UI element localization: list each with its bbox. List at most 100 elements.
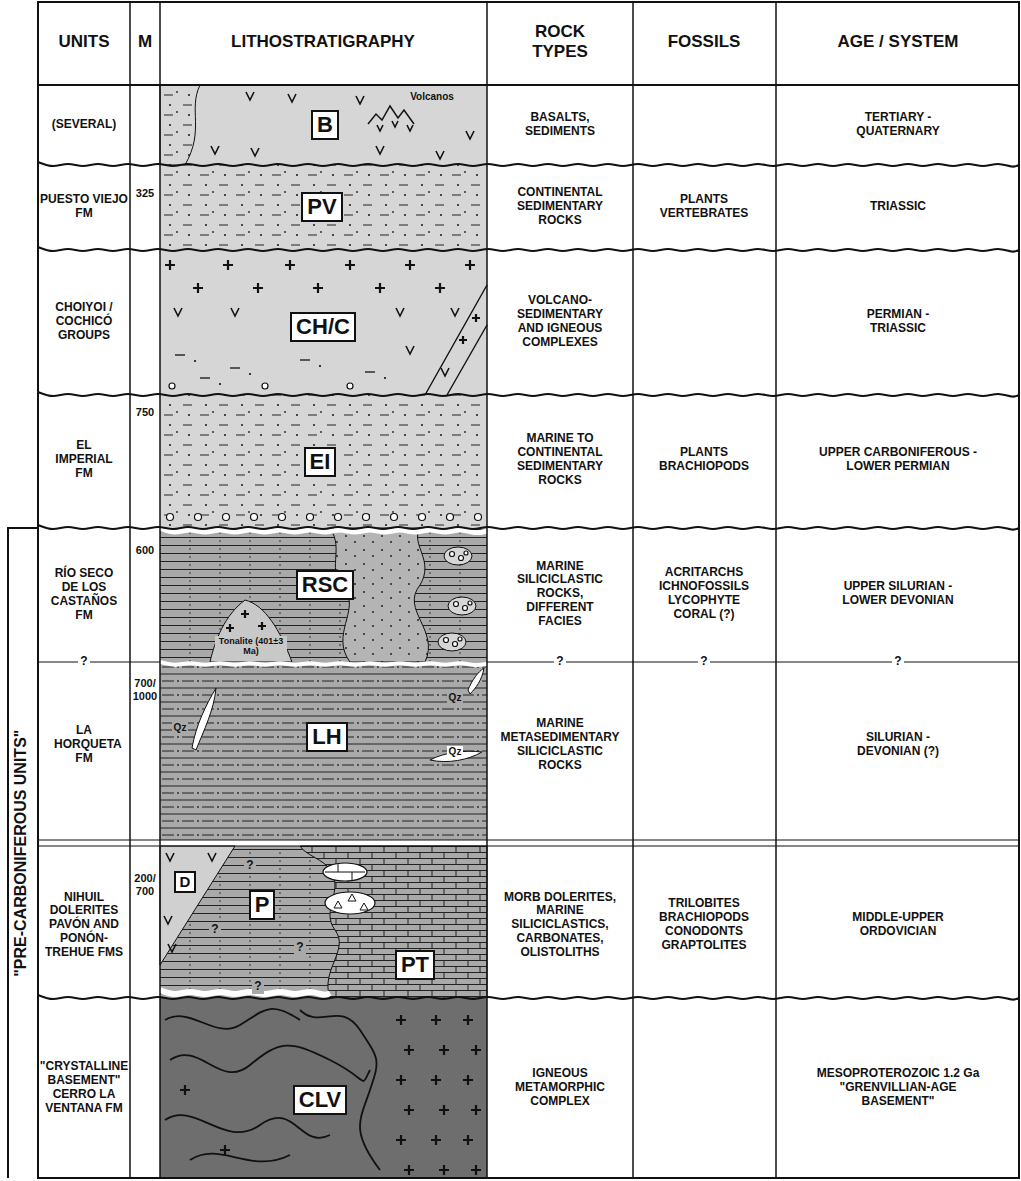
igneous-symbol [471,1165,481,1175]
igneous-symbol [439,1165,449,1175]
age-system: TRIASSIC [780,200,1016,214]
quartz-vein [192,688,216,750]
igneous-symbol [313,283,323,293]
boundary-line [38,845,1019,846]
igneous-symbol [241,610,249,618]
conglomerate-pod [438,633,466,651]
volcano-sedimentary-fill [160,250,487,395]
volcanic-symbol [288,94,296,102]
dolerite-fill [160,846,235,965]
unit-name: "CRYSTALLINE BASEMENT" CERRO LA VENTANA … [39,1060,129,1115]
unit-code-box: D [174,871,197,894]
unit-code-box: EI [304,447,337,477]
unit-code: RSC [302,573,348,597]
igneous-symbol [435,283,445,293]
unit-code: CH/C [296,315,350,339]
unit-code-box: PT [395,950,435,980]
siliciclastic-fill [160,846,487,998]
column-line [159,2,161,1178]
column-line [486,2,488,1178]
column-header: FOSSILS [636,32,772,52]
uncertain-mark: ? [892,655,903,669]
intrusion-label: Tonalite (401±3 Ma) [215,636,287,657]
column-line [129,2,131,1178]
volcanic-symbol [376,146,384,154]
igneous-symbol [396,1015,406,1025]
column-header: ROCK TYPES [505,22,615,61]
rock-type: MARINE METASEDIMENTARY SILICICLASTIC ROC… [495,717,625,772]
volcanic-symbol [441,368,449,376]
igneous-symbol [285,260,295,270]
pebble-symbol [463,606,468,611]
unconformity-line [38,525,1019,530]
uncertain-mark: ? [294,941,305,955]
thickness-value: 600 [131,544,159,557]
sediment-dash [230,367,240,368]
igneous-symbol [463,1075,473,1085]
boundary-line [38,839,1019,840]
thickness-value: 700/ 1000 [131,677,159,702]
foliation-line [165,1115,330,1138]
sediment-dot [384,377,386,379]
volcanic-symbol [436,151,444,159]
unconformity-line [38,392,1019,397]
volcano-label: Volcanos [408,91,456,103]
rock-type: IGNEOUS METAMORPHIC COMPLEX [510,1067,610,1108]
uncertain-mark: ? [698,655,709,669]
volcanic-symbol [164,916,172,924]
igneous-symbol [459,336,467,344]
igneous-symbol [465,260,475,270]
igneous-symbol [463,1015,473,1025]
pebble-symbol [447,514,454,521]
unit-name: PUESTO VIEJO FM [40,193,128,221]
dike-outline [425,285,487,395]
pebble-symbol [450,552,455,557]
pebble-symbol [464,551,468,555]
olistolith [323,863,367,881]
unit-name: CHOIYOI / COCHICÓ GROUPS [40,301,128,342]
sediment-dash [200,377,210,378]
pebble-symbol [419,514,426,521]
unconformity-line [38,162,1019,167]
breccia-triangle [360,903,368,910]
rock-type: VOLCANO-SEDIMENTARY AND IGNEOUS COMPLEXE… [510,294,610,349]
igneous-symbol [472,314,480,322]
uncertain-boundary [487,661,1019,662]
sediment-dot [319,365,321,367]
volcanic-symbol [168,944,176,952]
sediment-dot [194,360,196,362]
unit-code: LH [312,725,341,749]
igneous-symbol [404,1105,414,1115]
column-header: AGE / SYSTEM [780,32,1016,52]
igneous-symbol [405,260,415,270]
pebble-symbol [195,514,202,521]
mineral-label: Qz [447,692,464,704]
rock-type: BASALTS, SEDIMENTS [515,111,605,139]
uncertain-mark: ? [209,923,220,937]
volcanic-symbol [174,308,182,316]
carbonate-fill [300,846,487,998]
pebble-symbol [347,383,353,389]
unit-code-box: B [311,110,339,140]
unit-code: D [180,874,191,891]
fossil-list: ACRITARCHS ICHNOFOSSILS LYCOPHYTE CORAL … [649,566,759,621]
uncertain-mark: ? [78,655,89,669]
igneous-symbol [375,283,385,293]
pebble-symbol [468,601,472,605]
tonalite-body [210,600,292,662]
unit-code-box: P [249,890,276,920]
pebble-symbol [167,514,174,521]
rock-type: CONTINENTAL SEDIMENTARY ROCKS [505,186,615,227]
column-header: M [131,32,159,52]
igneous-symbol [258,622,266,630]
foliation-line [190,1154,290,1162]
mineral-label: Qz [447,746,464,758]
sediment-dash [365,371,375,372]
igneous-symbol [463,1135,473,1145]
age-system: TERTIARY - QUATERNARY [843,111,953,139]
breccia-triangle [334,901,342,908]
column-line [632,2,634,1178]
igneous-symbol [180,1085,190,1095]
unit-name: LA HORQUETA FM [54,724,114,765]
